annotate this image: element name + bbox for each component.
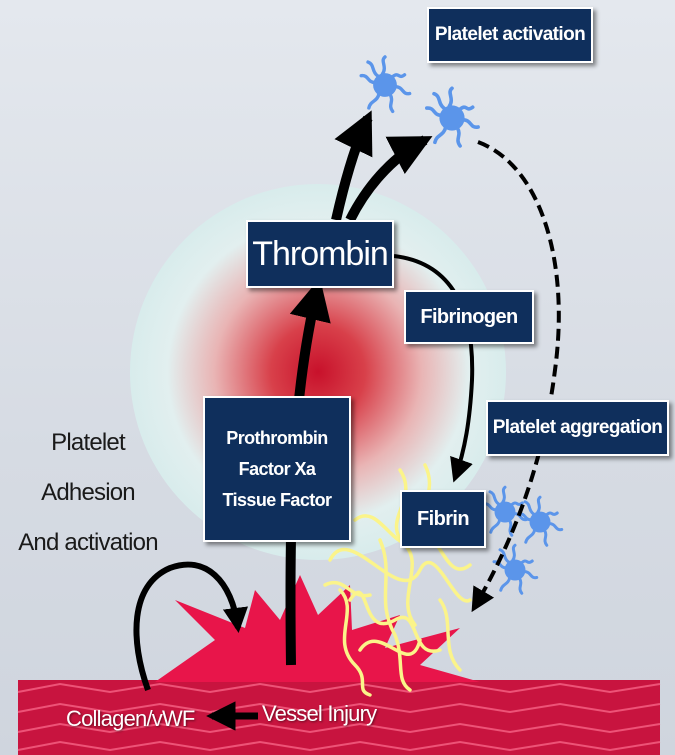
adhesion-line: Adhesion — [18, 468, 158, 518]
platelet-activation-box: Platelet activation — [427, 7, 593, 63]
platelet-icon-aggregate-2 — [519, 497, 562, 545]
platelet-icon-aggregate-3 — [494, 545, 537, 593]
fibrin-box: Fibrin — [400, 490, 486, 548]
platelet-aggregation-label: Platelet aggregation — [493, 417, 663, 439]
and-activation-line: And activation — [18, 518, 158, 568]
thrombin-label: Thrombin — [252, 235, 388, 274]
prothrombin-box: Prothrombin Factor Xa Tissue Factor — [203, 396, 351, 542]
platelet-icon-top-left — [361, 57, 409, 111]
thrombin-box: Thrombin — [246, 220, 394, 288]
fibrinogen-box: Fibrinogen — [404, 290, 534, 344]
factor-xa-label: Factor Xa — [239, 454, 316, 485]
tissue-factor-label: Tissue Factor — [223, 485, 332, 516]
platelet-aggregation-box: Platelet aggregation — [486, 400, 669, 456]
prothrombin-label: Prothrombin — [226, 423, 327, 454]
platelet-line: Platelet — [18, 418, 158, 468]
platelet-adhesion-text: Platelet Adhesion And activation — [18, 418, 158, 568]
fibrinogen-label: Fibrinogen — [420, 306, 517, 329]
injury-burst — [155, 575, 480, 682]
platelet-activation-label: Platelet activation — [435, 24, 585, 46]
vessel-injury-label: Vessel Injury — [262, 701, 382, 727]
platelet-icon-top-right — [427, 88, 478, 146]
fibrin-label: Fibrin — [417, 508, 469, 531]
collagen-vwf-label: Collagen/vWF — [66, 706, 212, 732]
